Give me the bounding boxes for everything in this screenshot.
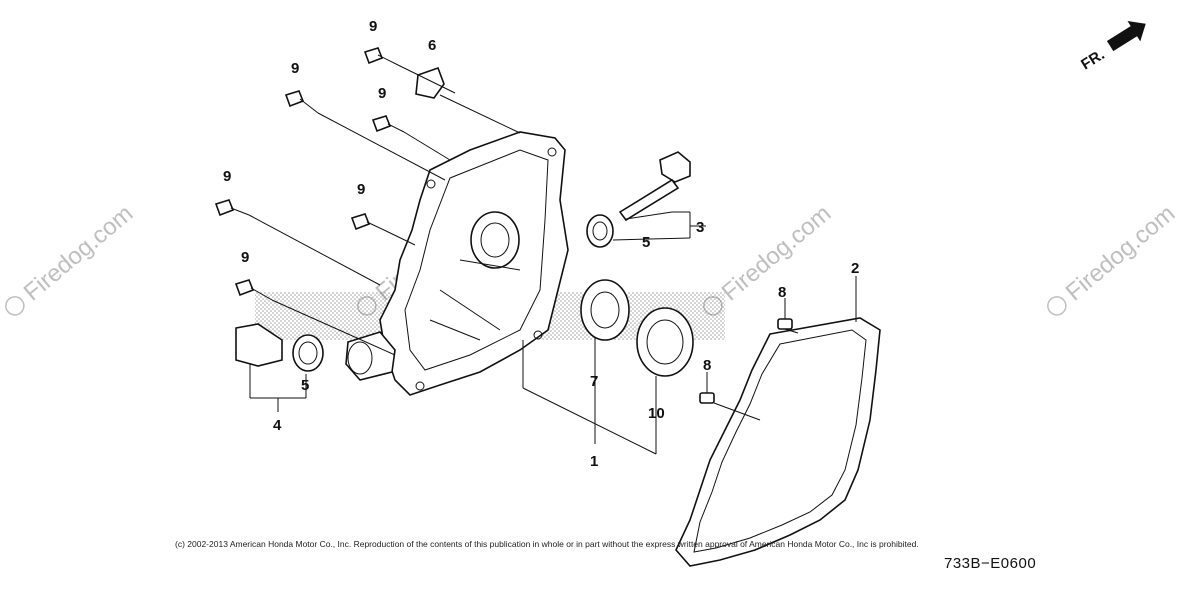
copyright-symbol [1047,296,1067,316]
callout-1: 1 [590,453,598,470]
bolt-9d [214,199,250,217]
gasket [675,317,881,567]
bolt-9c [371,115,405,133]
callout-2: 2 [851,260,859,277]
callout-5: 5 [642,234,650,251]
bearing [636,307,694,377]
callout-3: 3 [696,219,704,236]
bolt-9e [350,213,385,231]
callout-9: 9 [369,18,377,35]
callout-9: 9 [357,181,365,198]
watermark-text: Firedog.com [717,200,837,306]
copyright-notice: (c) 2002-2013 American Honda Motor Co., … [175,539,919,549]
copyright-symbol [5,296,25,316]
watermark-text: Firedog.com [19,200,139,306]
oil-seal [580,279,630,341]
callout-9: 9 [223,168,231,185]
o-ring-left [292,334,324,372]
crankcase-cover [345,131,569,396]
drain-plug [235,323,283,367]
callout-10: 10 [648,405,665,422]
callout-7: 7 [590,373,598,390]
bolt-9b [284,90,319,114]
bolt-9f [234,279,273,301]
front-label: FR. [1078,46,1108,73]
callout-8: 8 [778,284,786,301]
callout-6: 6 [428,37,436,54]
callout-9: 9 [378,85,386,102]
callout-4: 4 [273,417,282,434]
o-ring-right [586,214,614,248]
watermark-text: Firedog.com [1061,200,1180,306]
callout-9: 9 [291,60,299,77]
oil-dipstick [618,151,691,222]
callouts: 9 6 9 9 9 9 9 3 5 2 8 8 5 7 10 4 1 [223,18,859,470]
leader-lines [248,64,857,455]
bolt-9a [363,47,399,66]
callout-8: 8 [703,357,711,374]
front-arrow-icon [1106,21,1146,52]
front-direction-indicator: FR. [1078,21,1146,73]
callout-9: 9 [241,249,249,266]
bracket-6 [415,66,445,99]
callout-5: 5 [301,377,309,394]
diagram-code: 733B−E0600 [944,555,1037,572]
dowel-pin-lower [699,392,715,404]
dowel-pin-upper [777,318,793,330]
